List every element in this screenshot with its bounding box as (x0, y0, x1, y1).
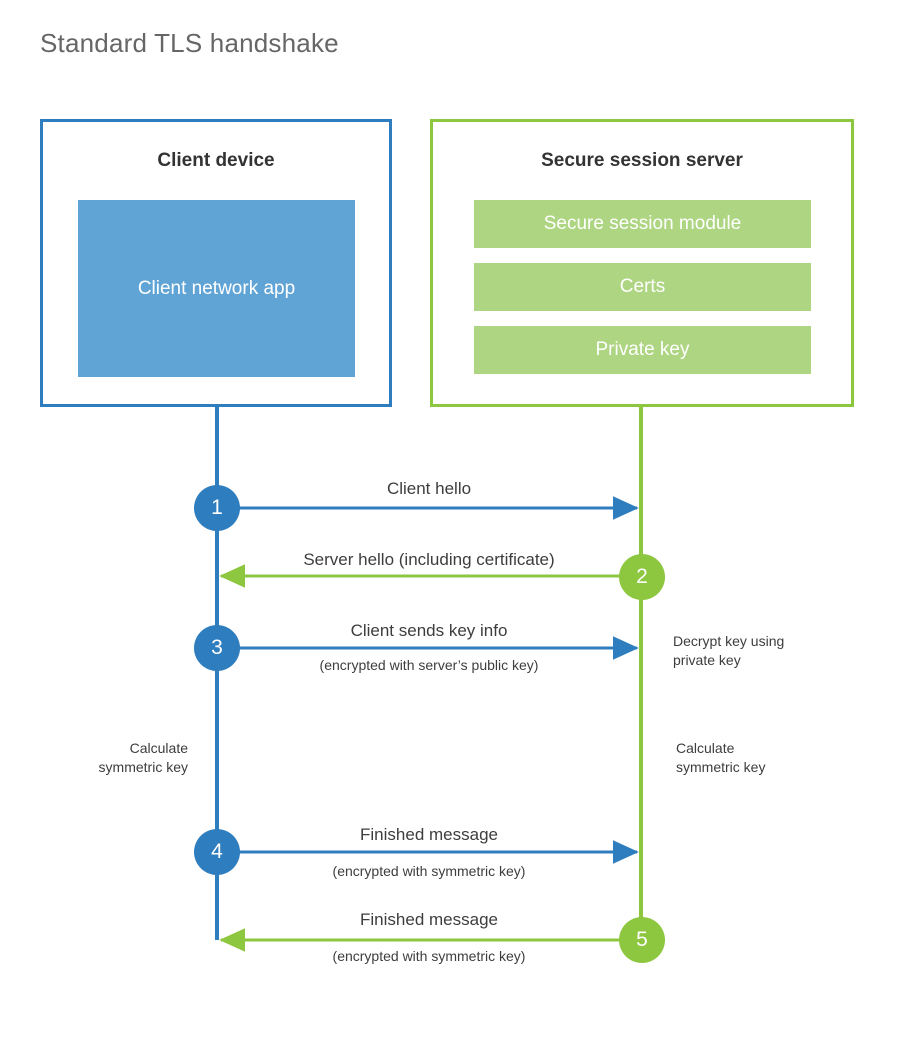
server-decrypt-note-line-1: Decrypt key using (673, 633, 785, 649)
client-device-title: Client device (157, 150, 275, 171)
client-calculate-note-line-2: symmetric key (98, 758, 188, 775)
client-network-app-block: Client network app (78, 200, 355, 377)
step-4-label: Finished message (360, 825, 498, 844)
step-5-label: Finished message (360, 910, 498, 929)
secure-session-server-title: Secure session server (541, 150, 743, 171)
server-decrypt-note-line-2: private key (673, 651, 741, 668)
step-circle-3[interactable]: 3 (194, 625, 240, 671)
step-3-label: Client sends key info (350, 621, 508, 640)
step-circle-2[interactable]: 2 (619, 554, 665, 600)
step-circle-4[interactable]: 4 (194, 829, 240, 875)
client-calculate-note-line-1: Calculate (129, 740, 188, 756)
step-5-sublabel: (encrypted with symmetric key) (332, 948, 526, 964)
step-3-sublabel: (encrypted with server’s public key) (319, 657, 539, 673)
server-calculate-note-line-2: symmetric key (676, 758, 766, 775)
server-decrypt-note: Decrypt key using private key (673, 632, 784, 670)
step-4-sublabel: (encrypted with symmetric key) (332, 863, 526, 879)
step-2-label: Server hello (including certificate) (303, 550, 555, 569)
server-component-certs: Certs (474, 263, 811, 311)
client-calculate-symmetric-key-note: Calculate symmetric key (99, 739, 188, 777)
step-circle-1[interactable]: 1 (194, 485, 240, 531)
server-component-secure-session-module: Secure session module (474, 200, 811, 248)
step-1-label: Client hello (386, 479, 472, 498)
client-device-box: Client device Client network app (40, 119, 392, 407)
page-title: Standard TLS handshake (40, 28, 339, 58)
step-circle-5[interactable]: 5 (619, 917, 665, 963)
server-calculate-note-line-1: Calculate (676, 740, 735, 756)
server-component-private-key: Private key (474, 326, 811, 374)
server-calculate-symmetric-key-note: Calculate symmetric key (676, 739, 765, 777)
secure-session-server-box: Secure session server Secure session mod… (430, 119, 854, 407)
